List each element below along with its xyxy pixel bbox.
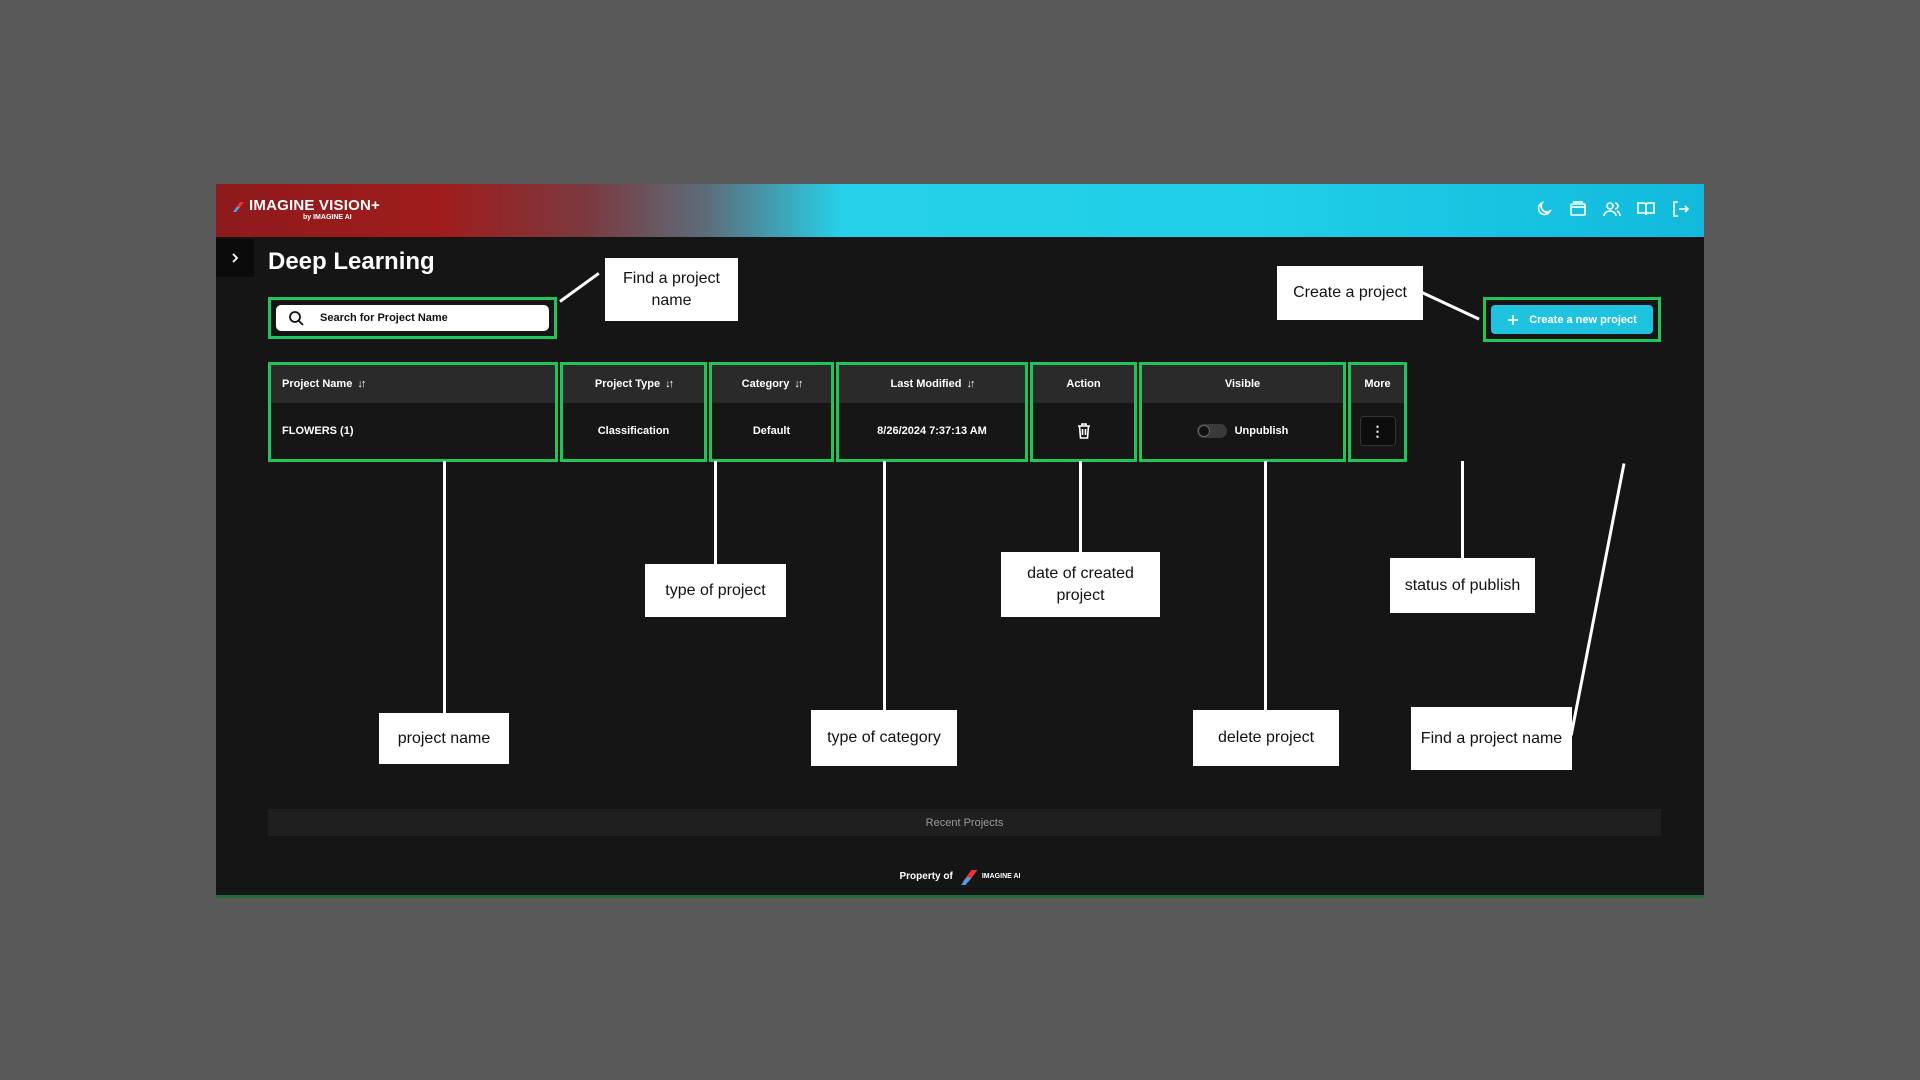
create-project-label: Create a new project xyxy=(1529,313,1637,326)
callout-delete-project: delete project xyxy=(1193,710,1339,766)
logo-text: IMAGINE VISION+ xyxy=(249,197,380,214)
search-input[interactable] xyxy=(318,311,522,325)
plus-icon xyxy=(1508,314,1519,325)
window-icon[interactable] xyxy=(1568,199,1588,219)
callout-find-project-more: Find a project name xyxy=(1411,707,1572,770)
trash-icon[interactable] xyxy=(1076,422,1092,440)
column-visible: Visible Unpublish xyxy=(1139,362,1346,462)
more-options-button[interactable]: ⋮ xyxy=(1359,416,1396,446)
search-highlight-box xyxy=(268,297,557,339)
cell-category: Default xyxy=(712,403,831,459)
users-icon[interactable] xyxy=(1602,199,1622,219)
connector-line xyxy=(1264,461,1267,711)
create-highlight-box: Create a new project xyxy=(1483,297,1661,342)
footer: Property of IMAGINE AI xyxy=(216,867,1704,885)
header-category[interactable]: Category ↓↑ xyxy=(712,365,831,403)
connector-line xyxy=(443,461,446,713)
footer-logo: IMAGINE AI xyxy=(960,867,1021,885)
cell-more: ⋮ xyxy=(1351,403,1404,459)
cell-project-name[interactable]: FLOWERS (1) xyxy=(271,403,555,459)
header-more: More xyxy=(1351,365,1404,403)
callout-type-of-category: type of category xyxy=(811,710,957,766)
callout-create-project: Create a project xyxy=(1277,266,1423,320)
logo-mark-icon xyxy=(233,201,244,212)
connector-line xyxy=(1461,461,1464,559)
connector-line xyxy=(1079,461,1082,553)
column-project-name: Project Name ↓↑ FLOWERS (1) xyxy=(268,362,558,462)
callout-status-publish: status of publish xyxy=(1390,558,1535,613)
sidebar-toggle-button[interactable] xyxy=(216,239,254,277)
app-logo[interactable]: IMAGINE VISION+ by IMAGINE AI xyxy=(233,197,380,221)
cell-project-type: Classification xyxy=(563,403,704,459)
imagine-ai-logo-icon xyxy=(960,870,978,885)
sort-icon[interactable]: ↓↑ xyxy=(357,378,366,390)
search-bar[interactable] xyxy=(276,305,549,331)
sort-icon[interactable]: ↓↑ xyxy=(794,378,803,390)
header-action: Action xyxy=(1033,365,1134,403)
footer-brand: IMAGINE AI xyxy=(981,872,1021,880)
book-icon[interactable] xyxy=(1636,199,1656,219)
create-project-button[interactable]: Create a new project xyxy=(1491,305,1653,334)
top-bar: IMAGINE VISION+ by IMAGINE AI xyxy=(216,184,1704,237)
logo-subtext: by IMAGINE AI xyxy=(303,214,352,221)
callout-date-created: date of created project xyxy=(1001,552,1160,617)
cell-last-modified: 8/26/2024 7:37:13 AM xyxy=(839,403,1025,459)
moon-icon[interactable] xyxy=(1534,199,1554,219)
search-icon xyxy=(289,311,304,326)
logout-icon[interactable] xyxy=(1670,199,1690,219)
publish-toggle[interactable] xyxy=(1196,424,1227,438)
header-visible: Visible xyxy=(1142,365,1343,403)
column-last-modified: Last Modified ↓↑ 8/26/2024 7:37:13 AM xyxy=(836,362,1028,462)
top-toolbar xyxy=(1534,199,1690,219)
recent-projects-bar[interactable]: Recent Projects xyxy=(268,809,1661,836)
sort-icon[interactable]: ↓↑ xyxy=(966,378,975,390)
footer-property-label: Property of xyxy=(899,870,953,882)
column-category: Category ↓↑ Default xyxy=(709,362,834,462)
connector-line xyxy=(714,461,717,565)
header-project-name[interactable]: Project Name ↓↑ xyxy=(271,365,555,403)
connector-line xyxy=(883,461,886,711)
callout-find-project: Find a project name xyxy=(605,258,738,321)
publish-status-label: Unpublish xyxy=(1234,425,1289,437)
projects-table: Project Name ↓↑ FLOWERS (1) Project Type… xyxy=(268,362,1661,462)
page-title: Deep Learning xyxy=(268,248,435,275)
sort-icon[interactable]: ↓↑ xyxy=(665,378,674,390)
app-window: IMAGINE VISION+ by IMAGINE AI Deep Lear xyxy=(216,184,1704,898)
header-project-type[interactable]: Project Type ↓↑ xyxy=(563,365,704,403)
column-more: More ⋮ xyxy=(1348,362,1407,462)
column-action: Action xyxy=(1030,362,1137,462)
column-project-type: Project Type ↓↑ Classification xyxy=(560,362,707,462)
cell-action xyxy=(1033,403,1134,459)
chevron-right-icon xyxy=(232,253,239,263)
cell-visible: Unpublish xyxy=(1142,403,1343,459)
callout-type-of-project: type of project xyxy=(645,564,786,617)
kebab-icon: ⋮ xyxy=(1370,422,1385,439)
header-last-modified[interactable]: Last Modified ↓↑ xyxy=(839,365,1025,403)
callout-project-name: project name xyxy=(379,713,509,764)
